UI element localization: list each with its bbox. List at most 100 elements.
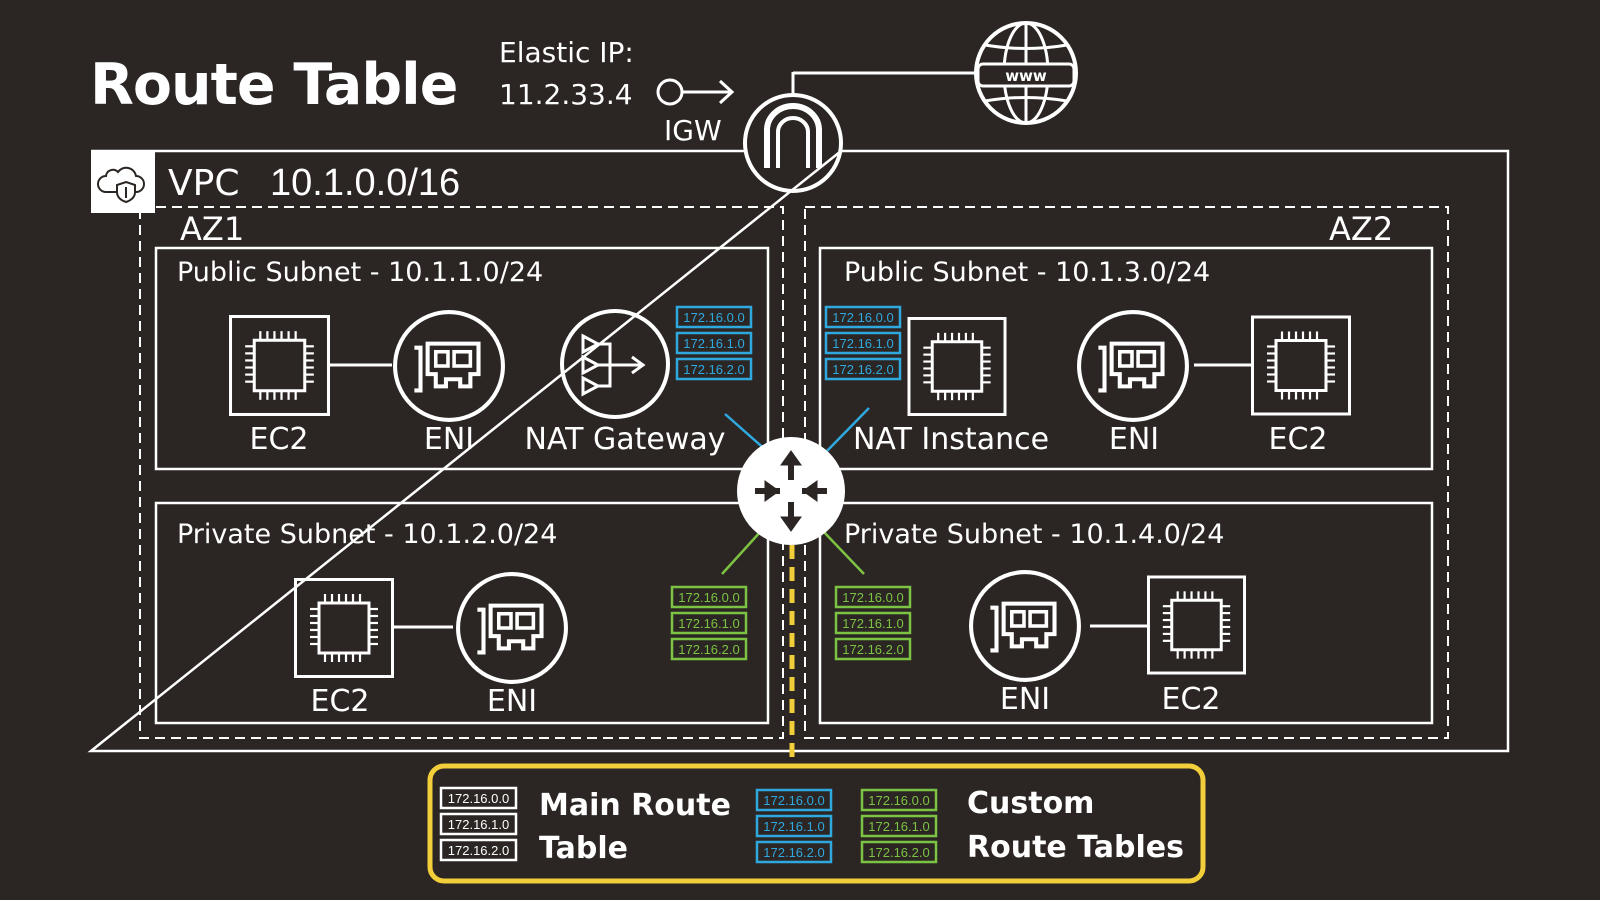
route-entry-label: 172.16.0.0 xyxy=(678,590,739,605)
route-entry-label: 172.16.2.0 xyxy=(842,642,903,657)
public-subnet-az2 xyxy=(818,246,1434,471)
route-table-icon: 172.16.0.0 172.16.1.0 172.16.2.0 xyxy=(675,305,753,381)
ec2-label: EC2 xyxy=(1269,422,1328,457)
ec2-label: EC2 xyxy=(1162,682,1221,717)
public-route-association xyxy=(724,413,769,453)
route-entry-box xyxy=(834,585,912,609)
nat-instance-label: NAT Instance xyxy=(853,422,1049,457)
route-entry-box xyxy=(675,305,753,329)
route-entry-box xyxy=(824,357,902,381)
route-entry-label: 172.16.1.0 xyxy=(763,819,824,834)
route-entry-label: 172.16.2.0 xyxy=(683,362,744,377)
igw-label: IGW xyxy=(664,114,722,147)
route-entry-label: 172.16.1.0 xyxy=(683,336,744,351)
elastic-ip-address: 11.2.33.4 xyxy=(499,78,633,111)
route-table-icon: 172.16.0.0 172.16.1.0 172.16.2.0 xyxy=(670,585,748,661)
legend-box xyxy=(427,763,1206,884)
route-table-icon: 172.16.0.0 172.16.1.0 172.16.2.0 xyxy=(755,788,833,864)
route-entry-label: 172.16.1.0 xyxy=(842,616,903,631)
route-entry-box xyxy=(670,637,748,661)
route-entry-label: 172.16.0.0 xyxy=(683,310,744,325)
public-subnet-az1 xyxy=(154,246,770,471)
route-entry-box xyxy=(824,305,902,329)
az2-label: AZ2 xyxy=(1329,210,1393,248)
route-entry-label: 172.16.0.0 xyxy=(842,590,903,605)
private-subnet-az2-label: Private Subnet - 10.1.4.0/24 xyxy=(844,519,1224,550)
route-entry-label: 172.16.1.0 xyxy=(868,819,929,834)
network-card-icon xyxy=(971,572,1079,680)
route-entry-box xyxy=(834,637,912,661)
route-table-icon: 172.16.0.0 172.16.1.0 172.16.2.0 xyxy=(824,305,902,381)
route-entry-label: 172.16.2.0 xyxy=(868,845,929,860)
private-route-association xyxy=(721,529,763,575)
route-table-icon: 172.16.0.0 172.16.1.0 172.16.2.0 xyxy=(834,585,912,661)
route-entry-label: 172.16.0.0 xyxy=(832,310,893,325)
route-entry-box xyxy=(755,788,833,812)
route-entry-label: 172.16.2.0 xyxy=(448,843,509,858)
route-entry-label: 172.16.0.0 xyxy=(763,793,824,808)
private-subnet-az1 xyxy=(154,501,770,725)
globe-icon: www xyxy=(974,21,1078,125)
eni-label: ENI xyxy=(424,422,474,457)
chip-icon xyxy=(1147,575,1246,675)
route-entry-box xyxy=(439,786,518,810)
route-entry-box xyxy=(755,814,833,838)
public-subnet-az1-label: Public Subnet - 10.1.1.0/24 xyxy=(177,257,543,288)
route-entry-box xyxy=(860,840,938,864)
route-entry-box xyxy=(755,840,833,864)
page-title: Route Table xyxy=(90,52,457,118)
route-entry-box xyxy=(439,812,518,836)
route-entry-label: 172.16.1.0 xyxy=(448,817,509,832)
chip-icon xyxy=(907,317,1007,416)
route-entry-label: 172.16.0.0 xyxy=(448,791,509,806)
az1-label: AZ1 xyxy=(180,210,244,248)
legend-custom-line2: Route Tables xyxy=(967,830,1184,865)
legend-main-line1: Main Route xyxy=(539,788,731,823)
route-entry-label: 172.16.2.0 xyxy=(678,642,739,657)
route-entry-box xyxy=(439,838,518,862)
ec2-label: EC2 xyxy=(311,684,370,719)
private-subnet-az1-label: Private Subnet - 10.1.2.0/24 xyxy=(177,519,557,550)
route-entry-box xyxy=(670,585,748,609)
route-entry-label: 172.16.2.0 xyxy=(832,362,893,377)
az1-boundary xyxy=(139,206,784,739)
vpc-prefix: VPC xyxy=(168,163,239,204)
public-route-association xyxy=(825,407,870,453)
private-subnet-az2 xyxy=(818,501,1434,725)
network-card-icon xyxy=(395,312,503,420)
nat-gateway-label: NAT Gateway xyxy=(524,422,725,457)
route-entry-label: 172.16.2.0 xyxy=(763,845,824,860)
private-route-association xyxy=(821,529,865,575)
elastic-ip-label: Elastic IP: xyxy=(499,36,634,69)
network-card-icon xyxy=(458,574,566,682)
chip-icon xyxy=(294,578,394,678)
route-entry-box xyxy=(824,331,902,355)
chip-icon xyxy=(229,315,330,416)
elastic-ip-icon xyxy=(656,78,735,106)
internet-gateway-icon xyxy=(743,93,843,193)
public-subnet-az2-label: Public Subnet - 10.1.3.0/24 xyxy=(844,257,1210,288)
eni-label: ENI xyxy=(487,684,537,719)
network-card-icon xyxy=(1079,312,1187,420)
internet-label: www xyxy=(1005,67,1047,85)
route-table-icon: 172.16.0.0 172.16.1.0 172.16.2.0 xyxy=(439,786,518,862)
route-entry-box xyxy=(675,357,753,381)
vpc-boundary xyxy=(87,149,1510,753)
legend-custom-line1: Custom xyxy=(967,786,1094,821)
chip-icon xyxy=(1251,315,1351,416)
eni-label: ENI xyxy=(1000,682,1050,717)
route-entry-box xyxy=(675,331,753,355)
cloud-shield-icon xyxy=(97,166,145,204)
router-icon xyxy=(737,437,845,545)
route-entry-label: 172.16.1.0 xyxy=(832,336,893,351)
route-entry-label: 172.16.1.0 xyxy=(678,616,739,631)
route-entry-box xyxy=(834,611,912,635)
ec2-label: EC2 xyxy=(250,422,309,457)
nat-gateway-icon xyxy=(560,309,670,419)
route-entry-box xyxy=(860,788,938,812)
legend-main-line2: Table xyxy=(539,831,628,866)
route-entry-box xyxy=(860,814,938,838)
